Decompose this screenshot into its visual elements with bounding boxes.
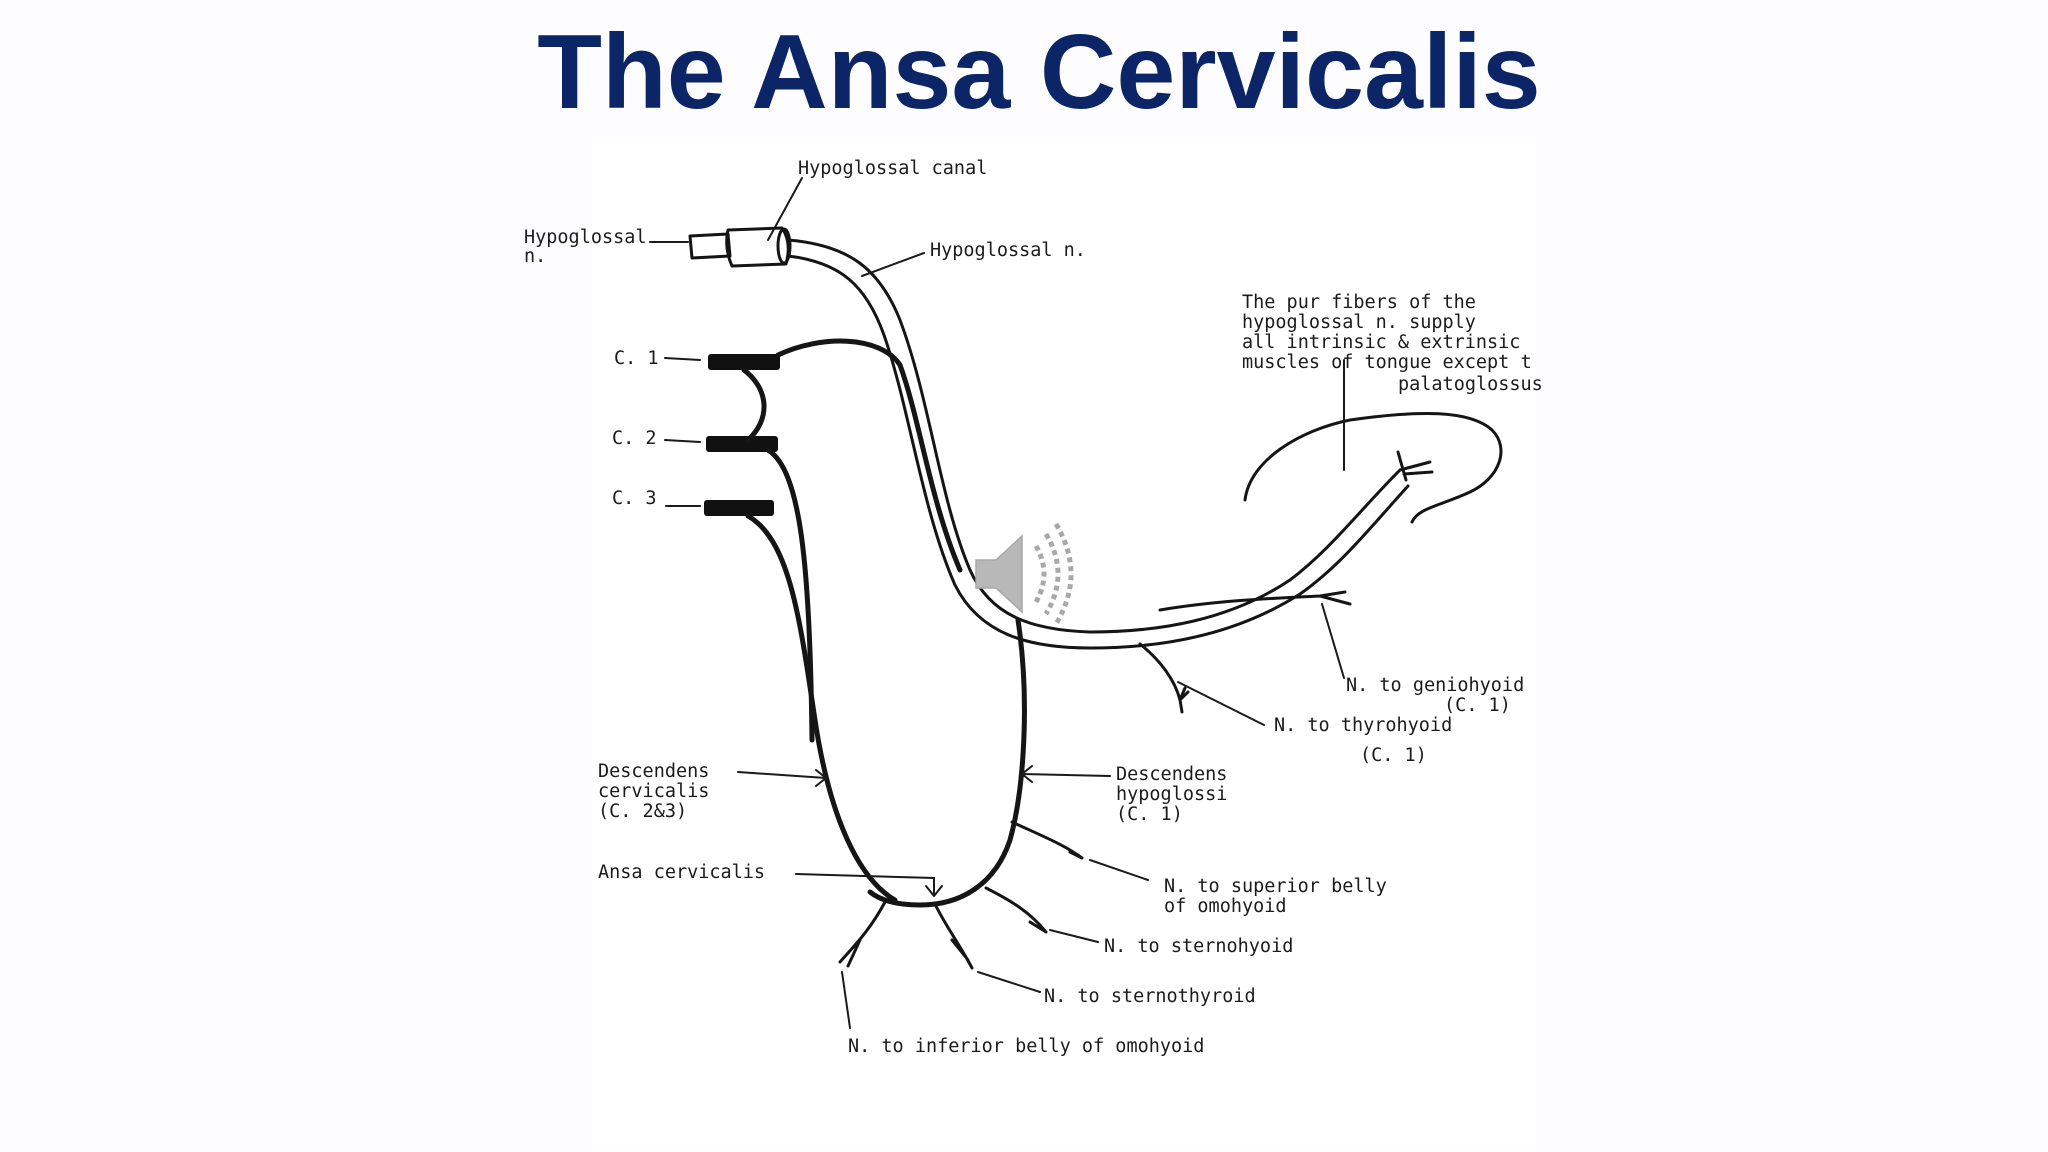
label-desc-hypo-2: hypoglossi (1116, 784, 1227, 805)
label-c2: C. 2 (612, 428, 657, 449)
hypoglossal-nerve (786, 238, 1434, 650)
c2-root (706, 367, 815, 743)
label-hypoglossal-left-2: n. (524, 246, 546, 267)
label-note-4: muscles of tongue except t (1242, 352, 1532, 373)
leader-lines (649, 177, 1345, 1029)
c1-root (708, 338, 963, 573)
label-inf-omo: N. to inferior belly of omohyoid (848, 1036, 1204, 1057)
speaker-icon[interactable] (975, 522, 1074, 626)
label-ansa: Ansa cervicalis (598, 862, 765, 883)
label-note-3: all intrinsic & extrinsic (1242, 332, 1520, 353)
label-hypoglossal-canal: Hypoglossal canal (798, 158, 987, 179)
label-note-2: hypoglossal n. supply (1242, 312, 1476, 333)
tongue-outline (1243, 411, 1503, 524)
label-desc-hypo-3: (C. 1) (1116, 804, 1183, 825)
label-thyrohyoid-2: (C. 1) (1360, 745, 1427, 766)
label-c3: C. 3 (612, 488, 657, 509)
label-note-1: The pur fibers of the (1242, 292, 1476, 313)
hypoglossal-canal-shape (688, 226, 792, 268)
label-desc-hypo-1: Descendens (1116, 764, 1227, 785)
label-desc-cerv-3: (C. 2&3) (598, 801, 687, 822)
label-desc-cerv-1: Descendens (598, 761, 709, 782)
label-geniohyoid-1: N. to geniohyoid (1346, 675, 1524, 696)
c3-root (704, 500, 898, 903)
label-desc-cerv-2: cervicalis (598, 781, 709, 802)
ansa-loop (867, 617, 1027, 908)
label-thyrohyoid-1: N. to thyrohyoid (1274, 715, 1452, 736)
label-hypoglossal-left-1: Hypoglossal (524, 227, 647, 248)
label-note-5: palatoglossus (1398, 374, 1543, 395)
label-sternohyoid: N. to sternohyoid (1104, 936, 1293, 957)
label-geniohyoid-2: (C. 1) (1444, 695, 1511, 716)
label-sup-omo-2: of omohyoid (1164, 896, 1287, 917)
label-sup-omo-1: N. to superior belly (1164, 876, 1387, 897)
slide-title: The Ansa Cervicalis (537, 13, 1541, 131)
label-c1: C. 1 (614, 348, 659, 369)
diagram-panel (592, 138, 1536, 1150)
label-hypoglossal-n: Hypoglossal n. (930, 240, 1086, 261)
nerve-branches (838, 590, 1352, 970)
diagram-labels: Hypoglossal canal Hypoglossal n. Hypoglo… (524, 158, 1543, 1057)
label-sternothyroid: N. to sternothyroid (1044, 986, 1256, 1007)
